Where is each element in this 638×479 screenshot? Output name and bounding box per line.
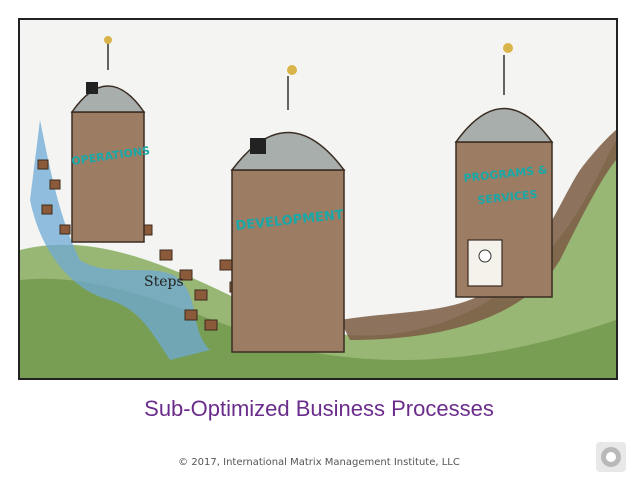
silo-development: DEVELOPMENT (230, 65, 346, 353)
water-stream (30, 120, 210, 360)
person-in-doorway-icon (478, 249, 492, 263)
institute-logo-icon (596, 442, 626, 472)
copyright-notice: © 2017, International Matrix Management … (178, 457, 460, 468)
silo-label-programs-line2: SERVICES (477, 188, 538, 207)
illustration-frame: OPERATIONS DEVELOPMENT PROGRAMS & SERVIC… (18, 18, 618, 380)
silo-operations: OPERATIONS (70, 36, 151, 243)
slide-title: Sub-Optimized Business Processes (144, 396, 494, 421)
silo-dome (230, 131, 346, 171)
silo-dome (70, 85, 146, 113)
weathervane-icon (104, 36, 112, 44)
step-boxes (37, 159, 243, 331)
silo-programs-services: PROGRAMS & SERVICES (454, 43, 554, 298)
dirt-path (340, 130, 616, 340)
silo-doorway (467, 239, 503, 287)
weathervane-icon (503, 43, 513, 53)
dome-window (86, 82, 98, 94)
dome-window (250, 138, 266, 154)
weathervane-icon (287, 65, 297, 75)
steps-label: Steps (144, 274, 184, 290)
silo-dome (454, 107, 554, 143)
silo-illustration: OPERATIONS DEVELOPMENT PROGRAMS & SERVIC… (20, 36, 616, 378)
